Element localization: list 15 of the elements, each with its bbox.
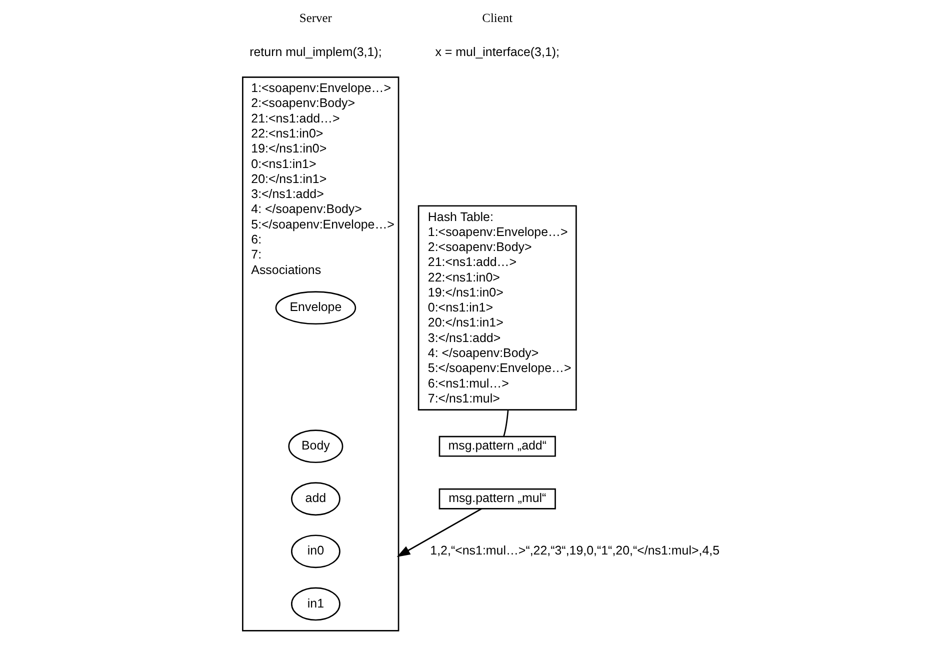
node-label: Server [299,11,332,26]
edge-label: 1,2,“<ns1:mul…>“,22,“3“,19,0,“1“,20,“</ns1:mul>,4,5 [430,544,720,558]
node-ellipse: in1 [291,587,340,621]
node-label: Client [482,11,513,26]
node-box: msg.pattern „add“ [438,436,556,457]
node-ellipse: Envelope [275,291,356,325]
node-ellipse: in0 [291,534,340,568]
node-box: msg.pattern „mul“ [438,488,556,510]
node-label: return mul_implem(3,1); [250,45,382,60]
node-ellipse: Body [288,430,344,464]
arrow [396,508,482,557]
connector [503,410,509,437]
node-label: x = mul_interface(3,1); [435,45,560,60]
node-box: Hash Table: 1:<soapenv:Envelope…> 2:<soapenv:Body> 21:<ns1:add…> 22:<ns1:in0> 19:</ns1:in0> 0:<ns1:in1> 20:</ns1:in1> 3:</ns1:add> 4: </soapenv:Body> 5:</soapenv:Envelope…> 6:<ns1:mul…> 7:</ns1:mul> [418,205,577,410]
node-ellipse: add [291,482,340,516]
